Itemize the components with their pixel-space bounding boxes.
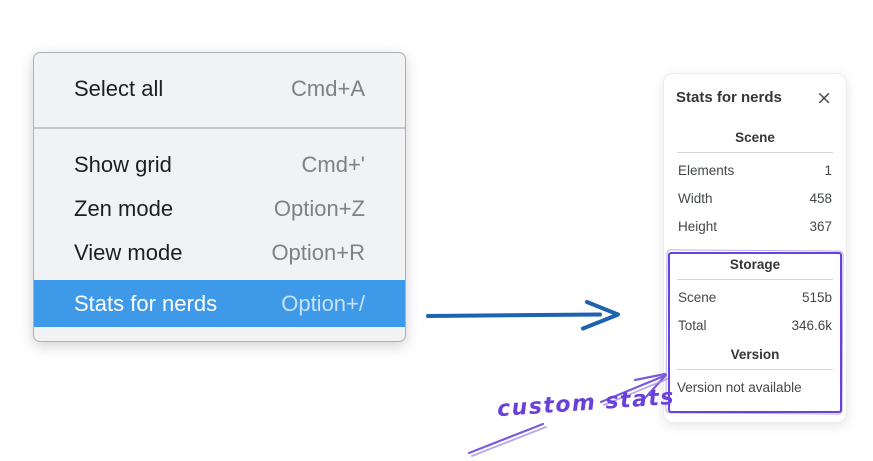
stat-label: Total [678,317,707,333]
stat-value: 458 [809,190,832,206]
stat-label: Width [678,190,713,206]
menu-item-shortcut: Cmd+A [291,76,365,101]
stats-section-storage: Storage Scene 515b Total 346.6k [676,257,834,339]
menu-item-label: Zen mode [74,196,174,221]
menu-item-label: Stats for nerds [74,290,218,316]
close-icon[interactable]: × [816,86,832,109]
menu-item-label: Select all [74,76,164,101]
custom-stats-label: custom stats [496,384,676,423]
stats-panel-title: Stats for nerds [676,89,782,106]
menu-item-zen-mode[interactable]: Zen mode Option+Z [34,187,405,231]
section-divider [677,369,833,370]
menu-item-label: Show grid [74,152,172,177]
stat-value: 515b [801,289,832,305]
stat-row-width: Width 458 [676,184,834,212]
section-heading: Version [730,347,780,362]
section-divider [677,152,833,153]
stats-section-scene: Scene Elements 1 Width 458 Height 367 [676,130,834,240]
menu-item-shortcut: Option+Z [273,196,365,221]
menu-item-stats-for-nerds[interactable]: Stats for nerds Option+/ [34,280,405,327]
stat-row-elements: Elements 1 [676,156,834,184]
stats-panel-header: Stats for nerds × [676,86,834,109]
stat-value: 1 [824,162,832,178]
stats-section-version: Version Version not available [676,347,834,401]
stat-row-scene-storage: Scene 515b [676,283,834,311]
pointer-arrow-icon [426,300,620,331]
stat-row-height: Height 367 [676,212,834,240]
version-message: Version not available [677,379,802,395]
section-heading: Scene [735,130,775,145]
stat-label: Elements [678,162,735,178]
stat-label: Height [678,218,718,234]
menu-item-shortcut: Cmd+' [301,152,366,177]
menu-item-show-grid[interactable]: Show grid Cmd+' [34,143,405,187]
menu-divider [34,127,405,129]
section-heading: Storage [729,257,781,272]
menu-item-shortcut: Option+/ [281,290,365,316]
menu-item-label: View mode [74,240,183,265]
menu-item-view-mode[interactable]: View mode Option+R [34,231,405,275]
section-divider [677,279,833,280]
stat-label: Scene [678,289,717,305]
menu-item-select-all[interactable]: Select all Cmd+A [34,67,405,111]
context-menu: Select all Cmd+A Show grid Cmd+' Zen mod… [33,52,406,342]
stat-value: 367 [809,218,832,234]
stats-panel: Stats for nerds × Scene Elements 1 Width… [663,73,847,423]
stat-value: 346.6k [791,317,832,333]
menu-item-shortcut: Option+R [271,240,365,265]
stat-row-total-storage: Total 346.6k [676,311,834,339]
